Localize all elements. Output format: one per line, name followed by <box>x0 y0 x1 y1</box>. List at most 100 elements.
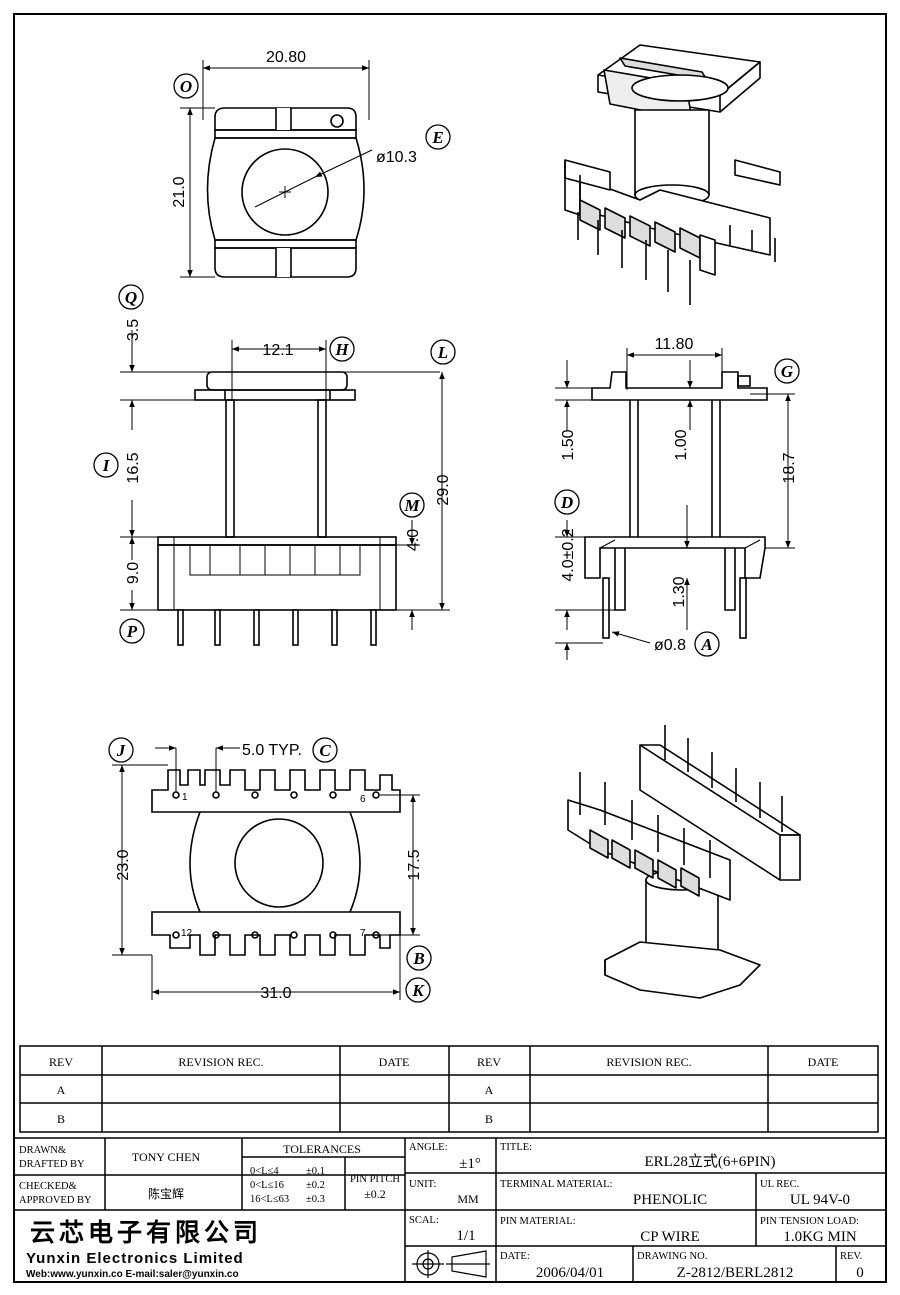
tol-range-2: 0<L≤16 <box>250 1180 284 1191</box>
checked-value: 陈宝辉 <box>148 1186 184 1201</box>
unit-label: UNIT: <box>409 1179 437 1190</box>
label-g: G <box>781 362 794 381</box>
label-j: J <box>116 741 126 760</box>
dim-bottom-23-0: 23.0 <box>115 849 132 880</box>
drawing-no-value: Z-2812/BERL2812 <box>677 1265 794 1281</box>
label-l: L <box>437 343 448 362</box>
dim-pin-diameter: ø0.8 <box>654 637 686 654</box>
dim-bottom-17-5: 17.5 <box>406 849 423 880</box>
dim-hole-diameter: ø10.3 <box>376 149 417 166</box>
rev-row-a-right: A <box>485 1083 494 1097</box>
label-i: I <box>102 456 111 475</box>
company-name-cn: 云芯电子有限公司 <box>30 1219 262 1247</box>
iso-view-top-right <box>564 44 781 305</box>
pin-label-6: 6 <box>360 794 366 805</box>
company-web: Web:www.yunxin.co E-mail:saler@yunxin.co <box>26 1269 239 1280</box>
company-name-en: Yunxin Electronics Limited <box>26 1250 244 1267</box>
label-b: B <box>412 949 424 968</box>
rev-header-rev-left: REV <box>49 1055 73 1069</box>
pin-tension-label: PIN TENSION LOAD: <box>760 1216 859 1227</box>
drawing-no-label: DRAWING NO. <box>637 1251 707 1262</box>
checked-label-2: APPROVED BY <box>19 1195 92 1206</box>
pin-material-value: CP WIRE <box>640 1229 700 1245</box>
pin-label-7: 7 <box>360 928 366 939</box>
front-view <box>93 284 456 646</box>
pin-pitch-value: ±0.2 <box>364 1187 386 1201</box>
pin-label-12: 12 <box>181 928 193 939</box>
revision-table <box>19 1045 879 1133</box>
iso-view-bottom-right <box>567 725 801 999</box>
label-e: E <box>431 128 443 147</box>
unit-value: MM <box>457 1192 479 1206</box>
title-label: TITLE: <box>500 1142 532 1153</box>
side-view <box>554 348 800 660</box>
rev-header-date-right: DATE <box>808 1055 839 1069</box>
dim-front-9-0: 9.0 <box>125 562 142 584</box>
terminal-material-label: TERMINAL MATERIAL: <box>500 1179 613 1190</box>
core-hole <box>241 148 329 236</box>
label-d: D <box>560 493 573 512</box>
date-label: DATE: <box>500 1251 530 1262</box>
label-k: K <box>411 981 425 1000</box>
rev-value: 0 <box>856 1265 864 1281</box>
rev-row-b-left: B <box>57 1112 65 1126</box>
dim-bottom-31-0: 31.0 <box>260 985 291 1002</box>
dim-front-29-0: 29.0 <box>435 474 452 505</box>
dim-pitch: 5.0 TYP. <box>242 742 302 759</box>
label-a: A <box>700 635 712 654</box>
ul-value: UL 94V-0 <box>790 1192 850 1208</box>
rev-row-a-left: A <box>57 1083 66 1097</box>
ul-label: UL REC. <box>760 1179 799 1190</box>
dim-top-width: 20.80 <box>266 49 306 66</box>
angle-label: ANGLE: <box>409 1142 448 1153</box>
dim-front-3-5: 3.5 <box>125 319 142 341</box>
tol-value-3: ±0.3 <box>306 1194 325 1205</box>
label-p: P <box>126 622 138 641</box>
title-block-grid <box>13 1137 887 1283</box>
tol-value-1: ±0.1 <box>306 1166 325 1177</box>
dim-side-18-7: 18.7 <box>781 452 798 483</box>
dim-front-16-5: 16.5 <box>125 452 142 483</box>
rev-row-b-right: B <box>485 1112 493 1126</box>
sheet-border <box>13 13 887 1283</box>
date-value: 2006/04/01 <box>536 1265 604 1281</box>
label-q: Q <box>125 288 137 307</box>
dim-front-12-1: 12.1 <box>262 342 293 359</box>
pin-label-1: 1 <box>182 792 188 803</box>
checked-label-1: CHECKED& <box>19 1181 77 1192</box>
drawn-label-2: DRAFTED BY <box>19 1159 85 1170</box>
pin-material-label: PIN MATERIAL: <box>500 1216 576 1227</box>
dim-side-4-0-tol: 4.0±0.2 <box>560 528 577 581</box>
bottom-view <box>108 737 432 1003</box>
rev-header-rev-right: REV <box>477 1055 501 1069</box>
scale-label: SCAL: <box>409 1215 439 1226</box>
dim-top-height: 21.0 <box>171 176 188 207</box>
label-h: H <box>334 340 349 359</box>
title-value: ERL28立式(6+6PIN) <box>645 1153 776 1170</box>
drawn-label-1: DRAWN& <box>19 1145 66 1156</box>
pin-pitch-label: PIN PITCH <box>350 1174 400 1185</box>
label-c: C <box>319 741 331 760</box>
rev-header-rec-left: REVISION REC. <box>178 1055 263 1069</box>
rev-label: REV. <box>840 1251 862 1262</box>
dim-side-11-80: 11.80 <box>655 336 694 353</box>
label-o: O <box>180 77 192 96</box>
tol-range-3: 16<L≤63 <box>250 1194 289 1205</box>
dim-side-1-00: 1.00 <box>673 429 690 460</box>
tol-range-1: 0<L≤4 <box>250 1166 279 1177</box>
rev-header-date-left: DATE <box>379 1055 410 1069</box>
pin-tension-value: 1.0KG MIN <box>783 1229 856 1245</box>
dim-side-1-50: 1.50 <box>560 429 577 460</box>
dim-side-1-30: 1.30 <box>671 576 688 607</box>
label-m: M <box>403 496 420 515</box>
angle-value: ±1° <box>459 1156 481 1172</box>
drawn-value: TONY CHEN <box>132 1150 201 1164</box>
terminal-material-value: PHENOLIC <box>633 1192 707 1208</box>
dim-front-4-0: 4.0 <box>405 529 422 551</box>
tol-value-2: ±0.2 <box>306 1180 325 1191</box>
rev-header-rec-right: REVISION REC. <box>606 1055 691 1069</box>
top-view <box>173 60 451 278</box>
tolerances-label: TOLERANCES <box>283 1142 361 1156</box>
scale-value: 1/1 <box>456 1228 475 1244</box>
